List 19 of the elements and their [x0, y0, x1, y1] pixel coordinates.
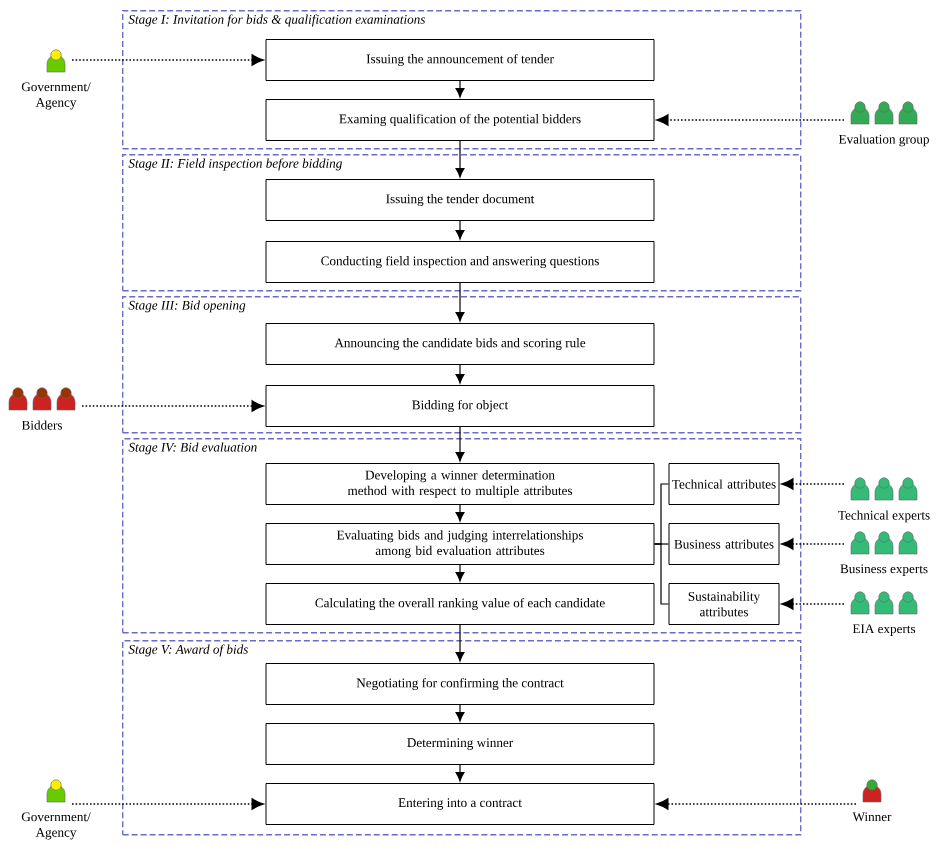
arrow [455, 80, 465, 98]
arrow [71, 54, 264, 66]
arrow [455, 564, 465, 582]
arrow [455, 764, 465, 782]
arrow [455, 220, 465, 240]
arrow [656, 114, 845, 126]
arrow [781, 538, 845, 550]
arrow [455, 704, 465, 722]
arrow [455, 426, 465, 462]
arrow [455, 364, 465, 384]
arrow [455, 282, 465, 322]
arrow [656, 798, 857, 810]
arrow [781, 598, 845, 610]
arrow [781, 478, 845, 490]
arrow [455, 504, 465, 522]
arrow [81, 400, 264, 412]
arrow [455, 624, 465, 662]
arrow [455, 140, 465, 178]
arrow [71, 798, 264, 810]
